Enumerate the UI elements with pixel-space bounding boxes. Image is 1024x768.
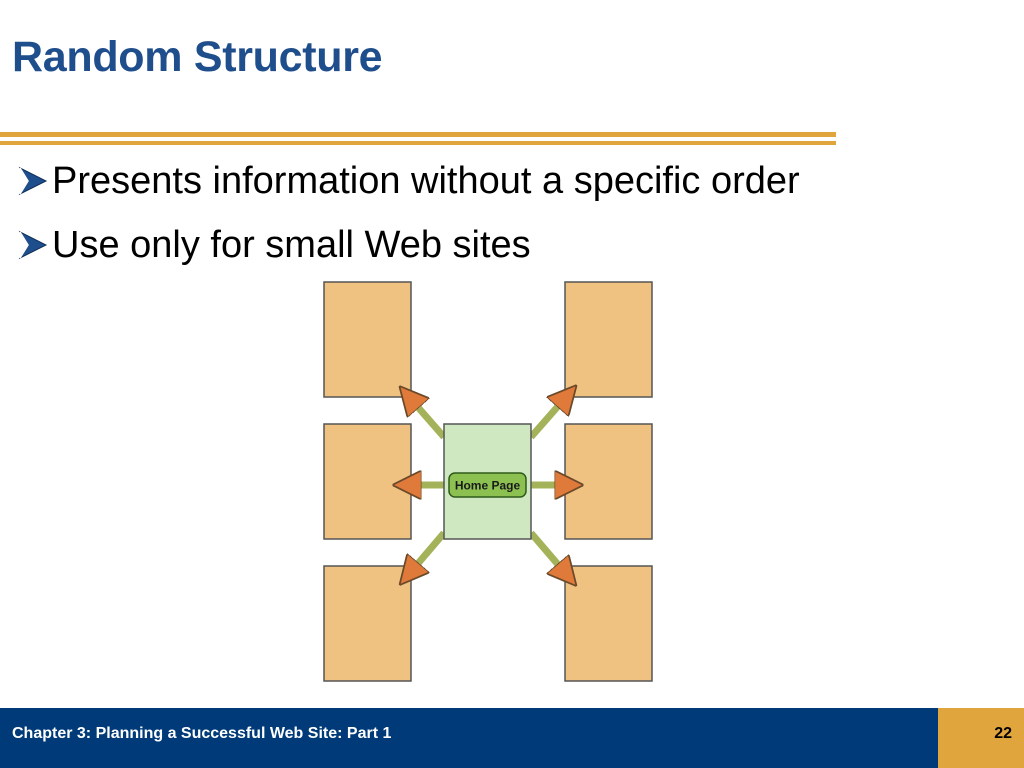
page-box-middle-right: [564, 423, 653, 540]
title-divider-bottom: [0, 141, 836, 145]
arrow-bullet-icon: [18, 166, 48, 196]
page-box-bottom-left: [323, 565, 412, 682]
footer-page-box: 22: [938, 708, 1024, 768]
footer: Chapter 3: Planning a Successful Web Sit…: [0, 708, 1024, 768]
home-page-label-pill: [448, 472, 527, 498]
footer-chapter-text: Chapter 3: Planning a Successful Web Sit…: [12, 725, 392, 742]
page-box-top-left: [323, 281, 412, 398]
arrow-bullet-icon: [18, 230, 48, 260]
slide-title: Random Structure: [12, 33, 383, 81]
footer-bar: Chapter 3: Planning a Successful Web Sit…: [0, 708, 938, 768]
arrow-to-top-right: [528, 396, 567, 440]
random-structure-diagram: Home Page: [323, 281, 653, 682]
bullet-list: Presents information without a specific …: [16, 158, 800, 286]
page-number: 22: [994, 725, 1012, 742]
page-box-top-right: [564, 281, 653, 398]
arrow-to-top-left: [409, 397, 447, 440]
page-box-bottom-right: [564, 565, 653, 682]
bullet-text: Presents information without a specific …: [52, 159, 800, 202]
bullet-item: Use only for small Web sites: [16, 222, 800, 268]
arrow-to-bottom-right: [528, 530, 567, 575]
bullet-item: Presents information without a specific …: [16, 158, 800, 204]
home-page-label: Home Page: [455, 479, 521, 493]
bullet-text: Use only for small Web sites: [52, 223, 531, 266]
arrow-to-bottom-left: [409, 530, 447, 574]
page-box-middle-left: [323, 423, 412, 540]
title-divider-top: [0, 132, 836, 137]
